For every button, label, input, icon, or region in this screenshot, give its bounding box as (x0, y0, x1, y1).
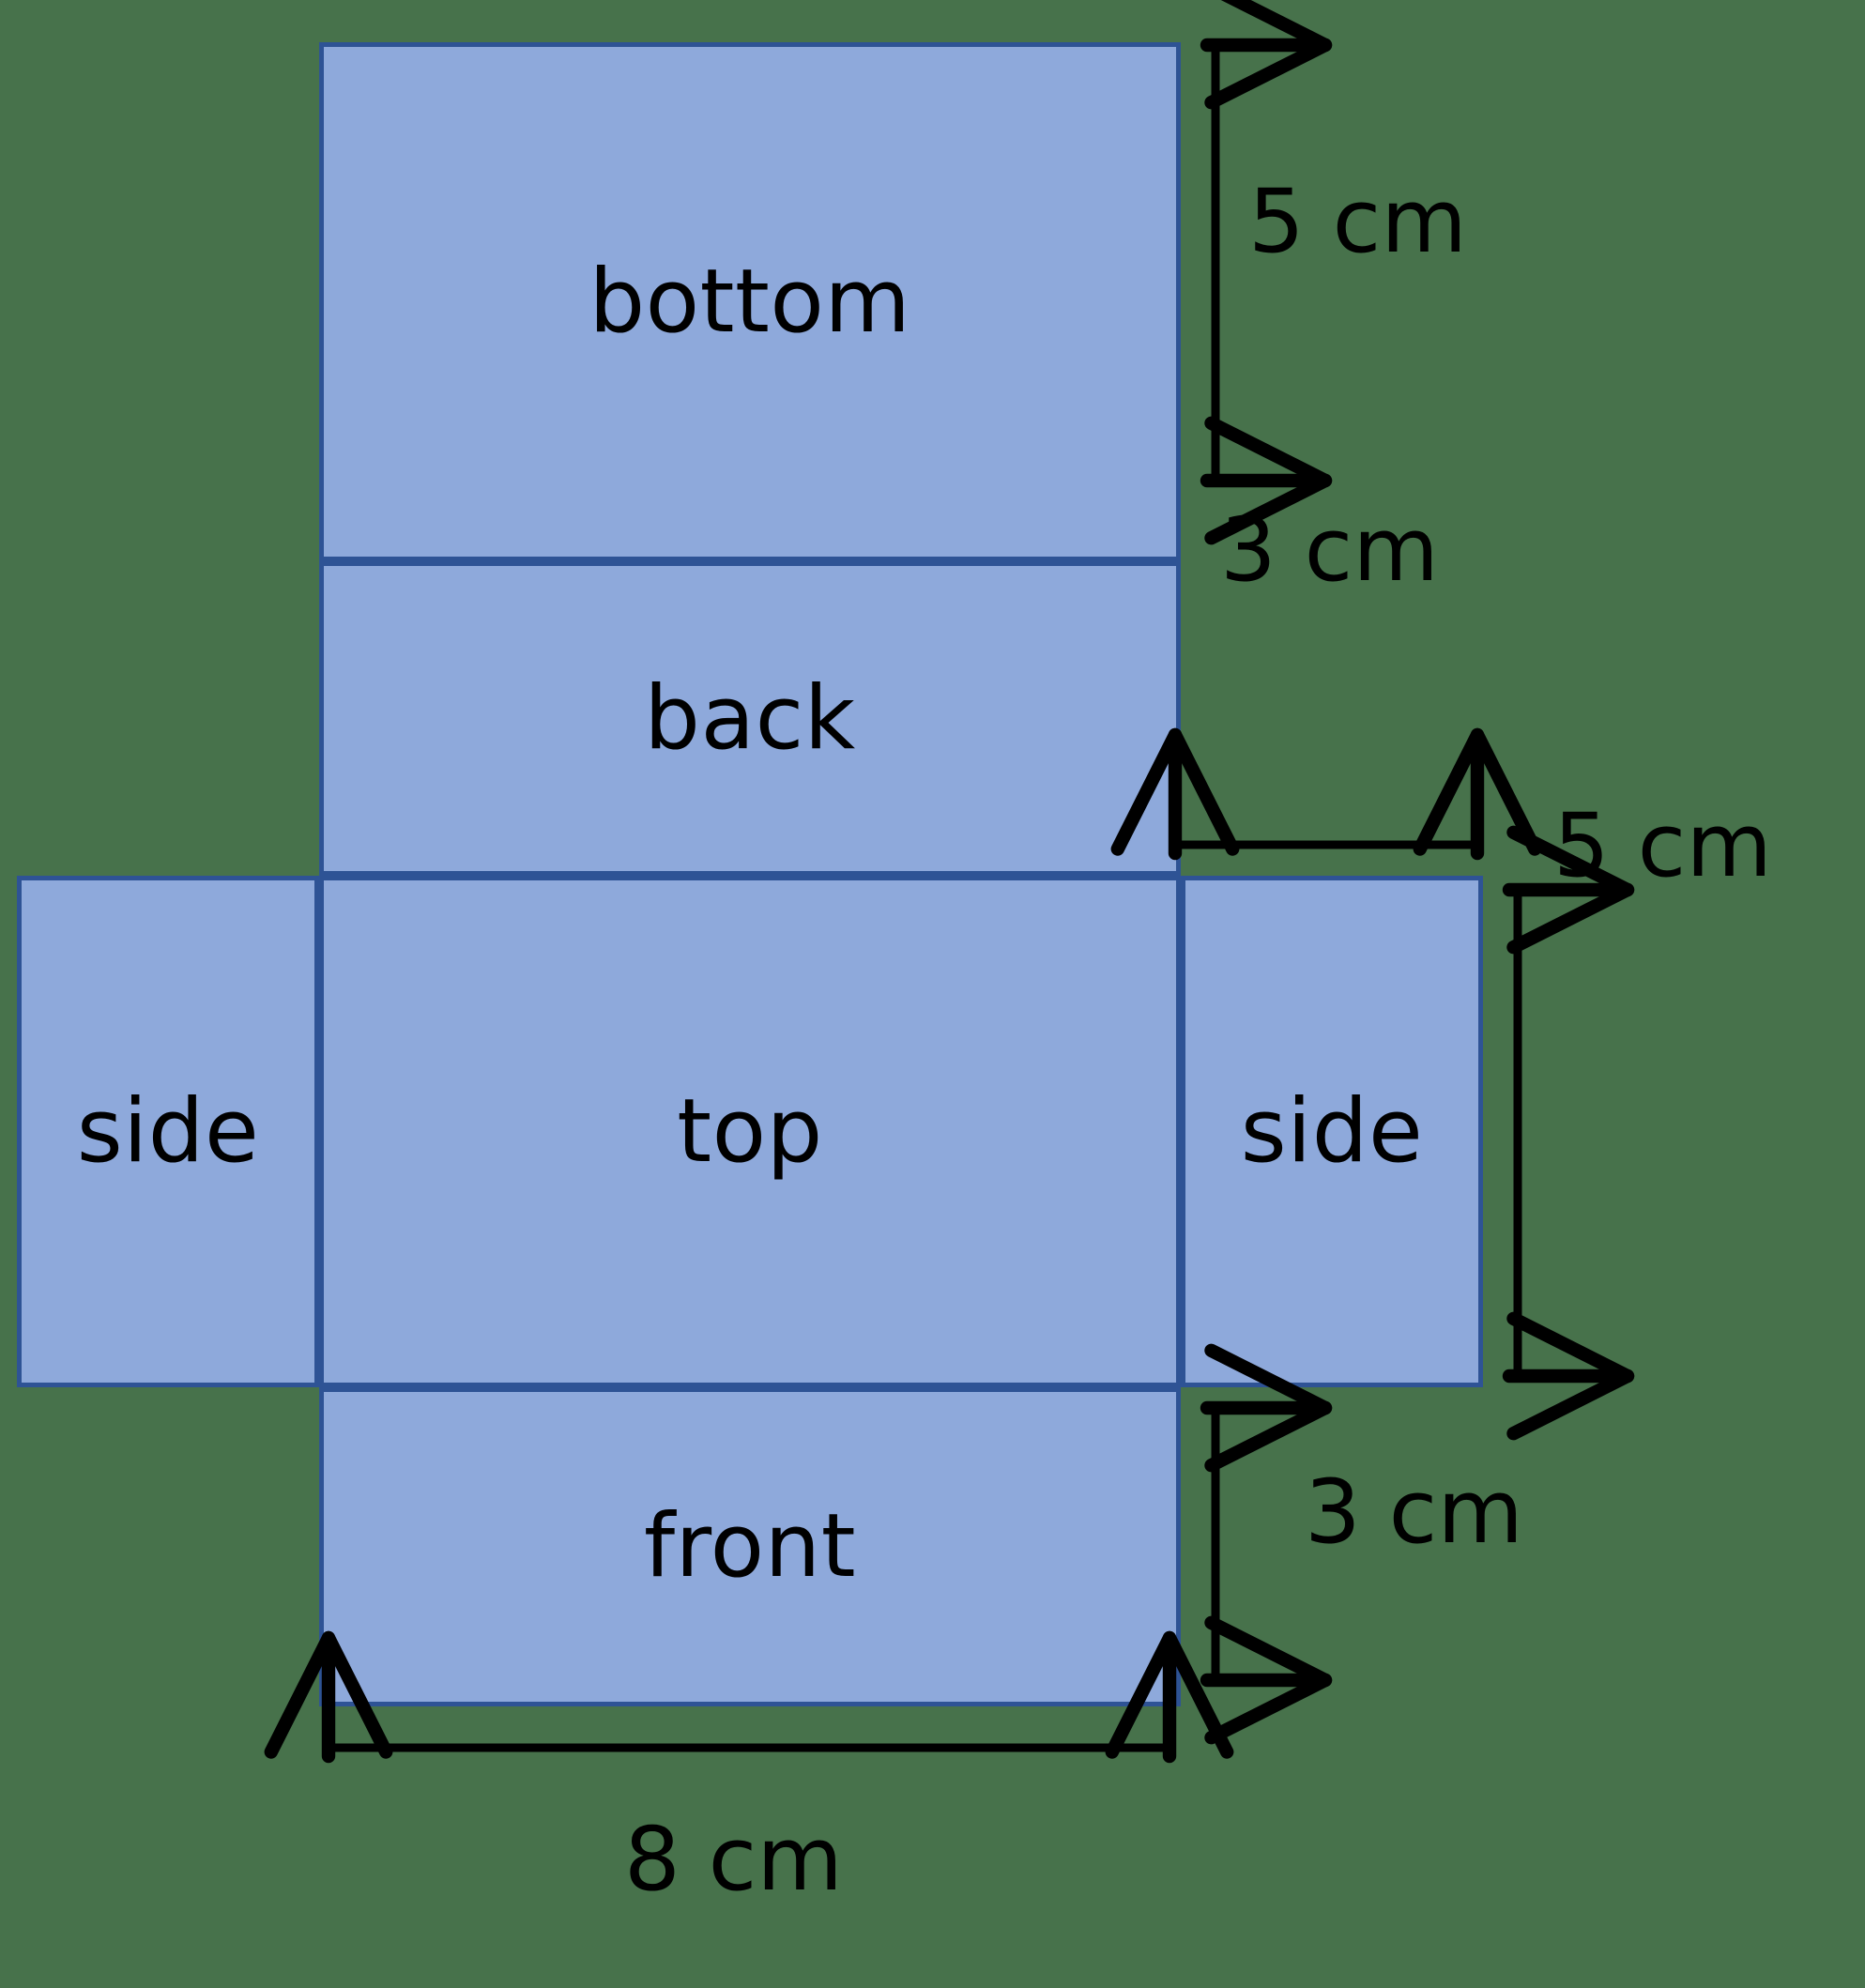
face-top: top (319, 876, 1181, 1387)
face-front-label: front (643, 1495, 857, 1598)
face-side-right-label: side (1240, 1079, 1424, 1183)
face-bottom: bottom (319, 42, 1181, 561)
face-front: front (319, 1387, 1181, 1706)
face-bottom-label: bottom (589, 250, 911, 353)
dimension-label-3cm-front-height: 3 cm (1305, 1461, 1523, 1564)
dimension-label-5cm-side-height: 5 cm (1553, 795, 1772, 897)
face-back: back (319, 561, 1181, 876)
face-side-left: side (17, 876, 319, 1387)
face-back-label: back (644, 666, 856, 770)
dimension-label-3cm-side-width: 3 cm (1220, 499, 1439, 602)
dimension-label-5cm-bottom-height: 5 cm (1248, 171, 1467, 273)
face-top-label: top (677, 1079, 823, 1183)
dimension-label-8cm-box-width: 8 cm (624, 1809, 843, 1911)
face-side-left-label: side (76, 1079, 260, 1183)
face-side-right: side (1181, 876, 1483, 1387)
